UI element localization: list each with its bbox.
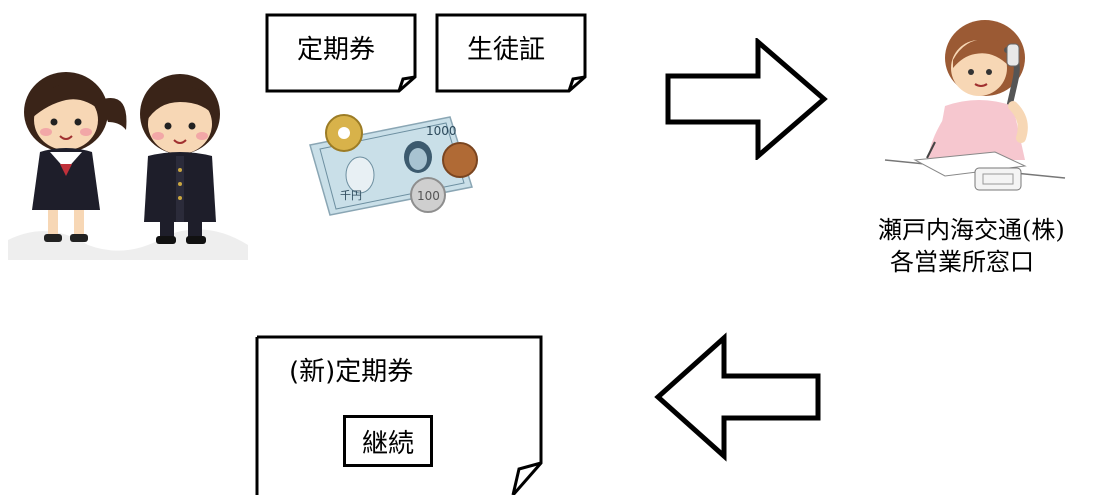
- office-name-line2: 各営業所窓口: [890, 248, 1034, 276]
- seitosho-document: 生徒証: [435, 13, 587, 93]
- teikiken-label: 定期券: [297, 35, 376, 65]
- office-name: 瀬戸内海交通(株) 各営業所窓口: [878, 214, 1065, 278]
- boy-student-icon: [140, 74, 220, 244]
- bill-denomination-label: 1000: [426, 124, 457, 138]
- money-illustration: 千円 1000 100: [309, 114, 478, 216]
- new-teikiken-document: (新)定期券 継続: [255, 335, 545, 495]
- coin-denomination-label: 100: [417, 189, 440, 203]
- seitosho-label: 生徒証: [467, 35, 546, 65]
- girl-student-icon: [24, 72, 127, 242]
- svg-text:千円: 千円: [340, 189, 362, 202]
- keizoku-label: 継続: [361, 428, 414, 459]
- right-arrow-icon: [665, 38, 828, 160]
- office-name-line1: 瀬戸内海交通(株): [878, 216, 1065, 244]
- clerk-on-phone-illustration: [884, 20, 1066, 191]
- students-illustration: [8, 72, 248, 260]
- teikiken-document: 定期券: [265, 13, 417, 93]
- keizoku-stamp: 継続: [343, 415, 433, 467]
- new-teikiken-label: (新)定期券: [289, 357, 414, 387]
- copper-coin-icon: [442, 142, 478, 178]
- left-arrow-icon: [654, 332, 821, 462]
- silver-coin-icon: [410, 177, 446, 213]
